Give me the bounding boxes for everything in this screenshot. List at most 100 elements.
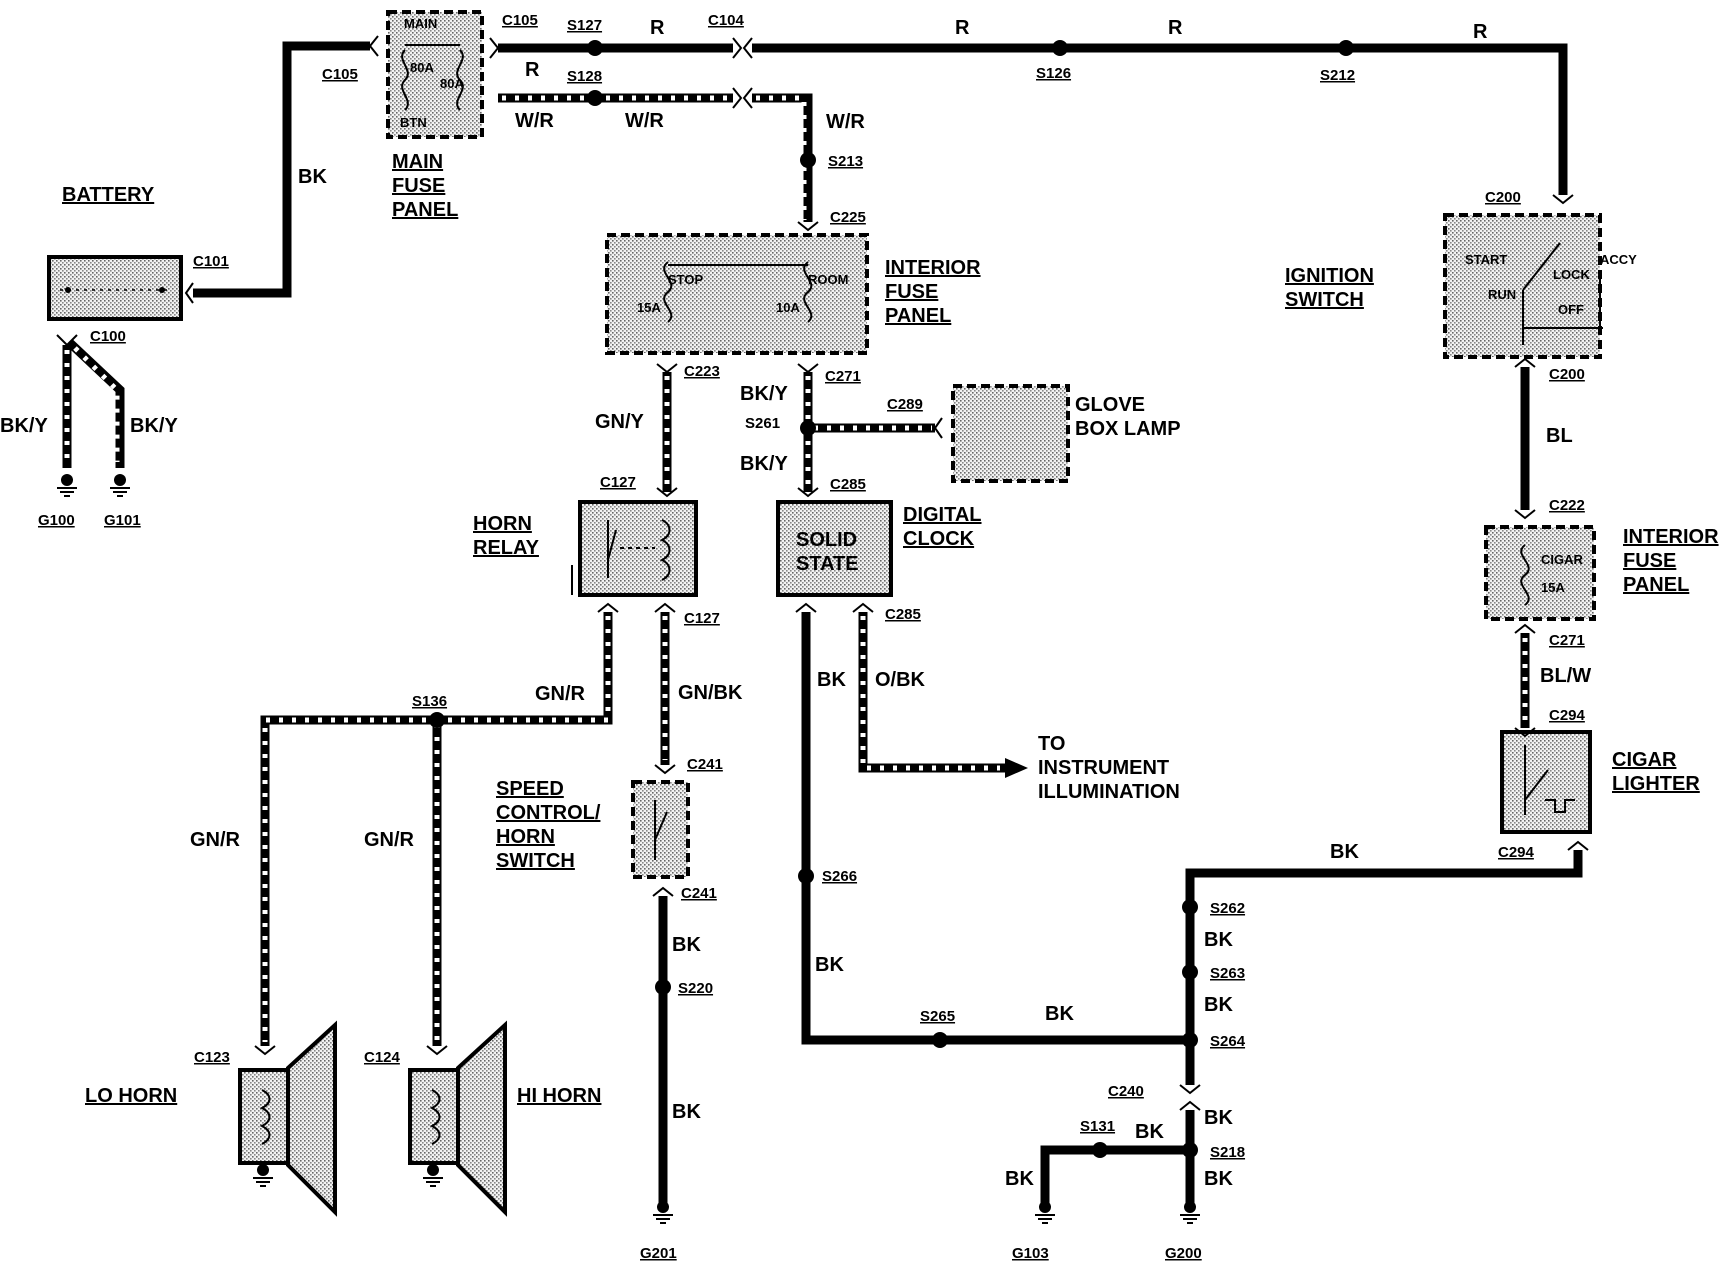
conn-c101: C101 [193, 253, 229, 270]
label-ign-run: RUN [1488, 287, 1516, 302]
conn-c127a: C127 [600, 474, 636, 491]
ground-g103-icon [1034, 1200, 1056, 1224]
splice-label-s127: S127 [567, 17, 602, 34]
wire-bk-lighter [1185, 850, 1583, 1085]
wire-label-r5: R [525, 59, 540, 81]
glove-box-lamp [951, 384, 1070, 483]
splice-s218 [1182, 1142, 1198, 1158]
wire-label-bk11: BK [1135, 1121, 1164, 1143]
label-int-fuse-r-2: FUSE [1623, 550, 1676, 572]
wire-label-r1: R [650, 17, 665, 39]
splice-label-s126: S126 [1036, 65, 1071, 82]
wire-label-wr1: W/R [515, 110, 554, 132]
label-glove-2: BOX LAMP [1075, 418, 1181, 440]
splice-s131 [1092, 1142, 1108, 1158]
label-lighter-2: LIGHTER [1612, 773, 1700, 795]
connector-labels: C105 C105 C101 C100 C104 C225 C223 C271 … [90, 12, 1586, 1100]
conn-c241b: C241 [681, 885, 717, 902]
splice-label-s265: S265 [920, 1008, 955, 1025]
label-lighter-1: CIGAR [1612, 749, 1677, 771]
label-main-fuse-1: MAIN [392, 151, 443, 173]
conn-c294b: C294 [1498, 844, 1535, 861]
label-cigar-inner-2: 15A [1541, 580, 1565, 595]
horn-relay [571, 500, 698, 597]
conn-c222: C222 [1549, 497, 1585, 514]
conn-c105b: C105 [322, 66, 358, 83]
wire-label-bl: BL [1546, 425, 1573, 447]
wire-label-bk7: BK [1204, 929, 1233, 951]
splice-s128 [587, 90, 603, 106]
digital-clock [776, 500, 893, 597]
ground-label-g103: G103 [1012, 1245, 1049, 1262]
wire-label-gnr3: GN/R [364, 829, 415, 851]
wire-label-bky3: BK/Y [740, 383, 788, 405]
label-int-inner-10a: 10A [776, 300, 800, 315]
ground-hi-horn-icon [422, 1163, 444, 1187]
label-main-inner-1: MAIN [404, 16, 437, 31]
label-horn-relay-2: RELAY [473, 537, 540, 559]
label-instr-1: TO [1038, 733, 1065, 755]
wire-label-bk8: BK [1204, 994, 1233, 1016]
splice-label-s263: S263 [1210, 965, 1245, 982]
wire-label-bk3: BK [672, 934, 701, 956]
label-hi-horn: HI HORN [517, 1085, 601, 1107]
splice-points [429, 40, 1354, 1158]
ground-labels: G100 G101 G201 G103 G200 [38, 512, 1202, 1262]
arrow-instrument [1005, 758, 1028, 778]
label-int-fuse-2: FUSE [885, 281, 938, 303]
conn-c285b: C285 [885, 606, 921, 623]
wire-label-bky2: BK/Y [130, 415, 178, 437]
label-speed-1: SPEED [496, 778, 564, 800]
wire-bk-g103 [1040, 1145, 1190, 1205]
conn-c123: C123 [194, 1049, 230, 1066]
label-int-fuse-3: PANEL [885, 305, 951, 327]
label-clock-inner-1: SOLID [796, 529, 857, 551]
wire-label-bk5: BK [1045, 1003, 1074, 1025]
wire-label-wr2: W/R [625, 110, 664, 132]
lo-horn [238, 1020, 337, 1217]
main-fuse-panel [386, 10, 484, 139]
label-speed-3: HORN [496, 826, 555, 848]
label-clock-2: CLOCK [903, 528, 975, 550]
wire-label-bky4: BK/Y [740, 453, 788, 475]
wire-bk-battery [193, 41, 370, 298]
conn-c104: C104 [708, 12, 745, 29]
connector-marks [56, 35, 1589, 1111]
conn-c294a: C294 [1549, 707, 1586, 724]
splice-s126 [1052, 40, 1068, 56]
wire-label-bk12: BK [1005, 1168, 1034, 1190]
conn-c289: C289 [887, 396, 923, 413]
cigar-lighter [1500, 730, 1592, 834]
wire-label-gny: GN/Y [595, 411, 645, 433]
conn-c105a: C105 [502, 12, 538, 29]
wire-label-wr3: W/R [826, 111, 865, 133]
splice-s265 [932, 1032, 948, 1048]
label-clock-inner-2: STATE [796, 553, 859, 575]
label-speed-4: SWITCH [496, 850, 575, 872]
wire-label-bk-batt: BK [298, 166, 327, 188]
label-main-inner-2: 80A [410, 60, 434, 75]
label-ign-off: OFF [1558, 302, 1584, 317]
wire-label-blw: BL/W [1540, 665, 1591, 687]
label-ign-2: SWITCH [1285, 289, 1364, 311]
ground-g200-icon [1179, 1200, 1201, 1224]
label-int-fuse-r-1: INTERIOR [1623, 526, 1719, 548]
splice-s263 [1182, 964, 1198, 980]
ground-label-g100: G100 [38, 512, 75, 529]
label-ign-accy: ACCY [1600, 252, 1637, 267]
splice-label-s218: S218 [1210, 1144, 1245, 1161]
label-clock-1: DIGITAL [903, 504, 982, 526]
wire-r-top [752, 43, 1568, 195]
label-int-inner-15a: 15A [637, 300, 661, 315]
label-int-fuse-r-3: PANEL [1623, 574, 1689, 596]
conn-c100: C100 [90, 328, 126, 345]
label-cigar-inner-1: CIGAR [1541, 552, 1584, 567]
conn-c225: C225 [830, 209, 866, 226]
label-main-fuse-3: PANEL [392, 199, 458, 221]
conn-c223: C223 [684, 363, 720, 380]
wire-bk-clock [801, 612, 1190, 1045]
label-main-inner-4: BTN [400, 115, 427, 130]
label-instr-3: ILLUMINATION [1038, 781, 1180, 803]
splice-s212 [1338, 40, 1354, 56]
